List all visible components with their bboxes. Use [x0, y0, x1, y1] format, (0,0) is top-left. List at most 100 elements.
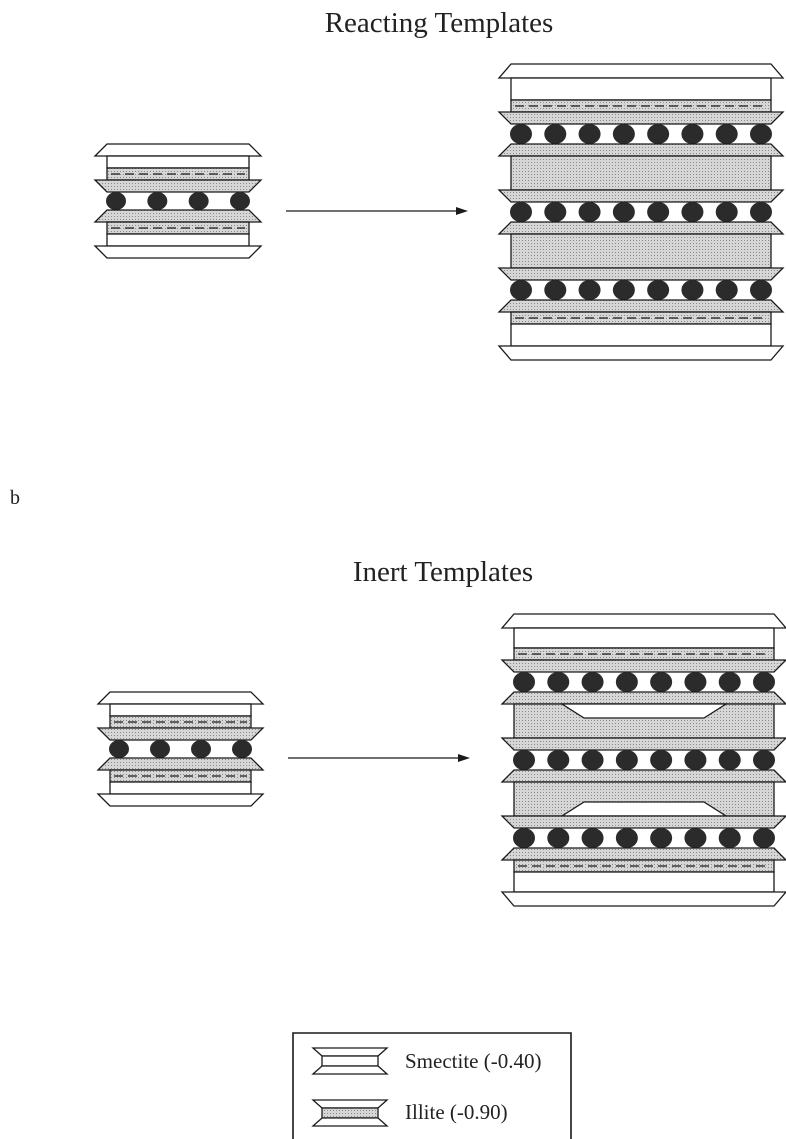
interlayer-cation: [750, 202, 772, 222]
interlayer-cation: [150, 740, 170, 758]
interlayer-cation: [615, 828, 638, 848]
tetrahedral-sheet: [93, 209, 263, 223]
interlayer-cation: [513, 750, 535, 770]
interlayer-cation: [650, 750, 673, 770]
tetrahedral-sheet: [96, 757, 265, 771]
cation-gap: [137, 743, 142, 755]
legend-label-illite: Illite (-0.90): [405, 1100, 508, 1124]
interlayer-cation: [715, 280, 738, 300]
cation-gap: [535, 127, 541, 141]
cation-gap: [638, 127, 644, 141]
cation-gap: [535, 283, 541, 297]
interlayer-cation: [188, 192, 209, 210]
interlayer-cation: [715, 124, 738, 144]
interlayer-cation: [753, 828, 775, 848]
cation-gap: [216, 195, 222, 207]
octahedral-sheet: [106, 233, 250, 247]
legend-label-smectite: Smectite (-0.40): [405, 1049, 541, 1073]
interlayer-cation: [578, 280, 601, 300]
interlayer-cation: [715, 202, 738, 222]
tetrahedral-sheet: [497, 299, 785, 313]
illite-legend-icon: [311, 1099, 389, 1127]
tetrahedral-sheet: [497, 267, 785, 281]
interlayer-cation: [230, 192, 250, 210]
reacting-grown-stack: [497, 63, 785, 361]
interlayer-cation: [615, 672, 638, 692]
cation-gap: [672, 127, 678, 141]
tetrahedral-sheet: [497, 345, 785, 361]
interlayer-cation: [681, 124, 704, 144]
interlayer-cation: [647, 202, 670, 222]
interlayer-cation: [750, 280, 772, 300]
tetrahedral-sheet: [500, 847, 786, 861]
inert-initial-stack: [96, 691, 265, 807]
interlayer-cation: [684, 672, 707, 692]
octahedral-sheet: [510, 233, 772, 269]
legend: Smectite (-0.40) Illite (-0.90): [292, 1032, 572, 1139]
cation-gap: [175, 195, 181, 207]
cation-gap: [604, 127, 610, 141]
cation-gap: [741, 205, 747, 219]
interlayer-cation: [753, 750, 775, 770]
interlayer-cation: [510, 280, 532, 300]
octahedral-sheet: [109, 703, 252, 717]
interlayer-cation: [650, 672, 673, 692]
octahedral-sheet: [510, 77, 772, 101]
cation-gap: [675, 831, 681, 845]
cation-gap: [538, 753, 544, 767]
cation-gap: [672, 283, 678, 297]
octahedral-sheet: [510, 323, 772, 347]
cation-gap: [538, 675, 544, 689]
interlayer-cation: [544, 202, 567, 222]
tetrahedral-sheet: [500, 891, 786, 907]
interlayer-cation: [510, 202, 532, 222]
interlayer-cation: [612, 124, 635, 144]
cation-gap: [604, 283, 610, 297]
cation-gap: [707, 127, 713, 141]
tetrahedral-sheet: [500, 659, 786, 673]
interlayer-cation: [510, 124, 532, 144]
tetrahedral-sheet: [93, 143, 263, 157]
interlayer-cation: [109, 740, 129, 758]
cation-gap: [538, 831, 544, 845]
cation-gap: [607, 675, 613, 689]
tetrahedral-sheet: [500, 691, 786, 705]
cation-gap: [569, 283, 575, 297]
legend-bottom-sheet: [311, 1065, 389, 1075]
interlayer-cation: [106, 192, 126, 210]
interlayer-cation: [578, 124, 601, 144]
cation-gap: [741, 127, 747, 141]
tetrahedral-sheet: [96, 793, 265, 807]
interlayer-cation: [232, 740, 252, 758]
cation-gap: [707, 205, 713, 219]
cation-gap: [675, 753, 681, 767]
cation-gap: [744, 675, 750, 689]
tetrahedral-sheet: [500, 769, 786, 783]
tetrahedral-sheet: [497, 63, 785, 79]
cation-gap: [672, 205, 678, 219]
tetrahedral-sheet: [96, 691, 265, 705]
interlayer-cation: [753, 672, 775, 692]
tetrahedral-sheet: [500, 737, 786, 751]
cation-gap: [741, 283, 747, 297]
tetrahedral-sheet: [500, 613, 786, 629]
cation-gap: [178, 743, 183, 755]
panel-b-title: Inert Templates: [353, 556, 533, 588]
cation-gap: [572, 753, 578, 767]
cation-gap: [535, 205, 541, 219]
interlayer-cation: [544, 280, 567, 300]
tetrahedral-sheet: [497, 189, 785, 203]
tetrahedral-sheet: [96, 727, 265, 741]
interlayer-cation: [612, 280, 635, 300]
octahedral-sheet: [510, 155, 772, 191]
cation-gap: [641, 753, 647, 767]
interlayer-cation: [547, 828, 570, 848]
interlayer-cation: [578, 202, 601, 222]
smectite-legend-icon: [311, 1047, 389, 1075]
cation-gap: [607, 831, 613, 845]
interlayer-cation: [684, 750, 707, 770]
cation-gap: [604, 205, 610, 219]
interlayer-cation: [718, 828, 741, 848]
interlayer-cation: [513, 828, 535, 848]
